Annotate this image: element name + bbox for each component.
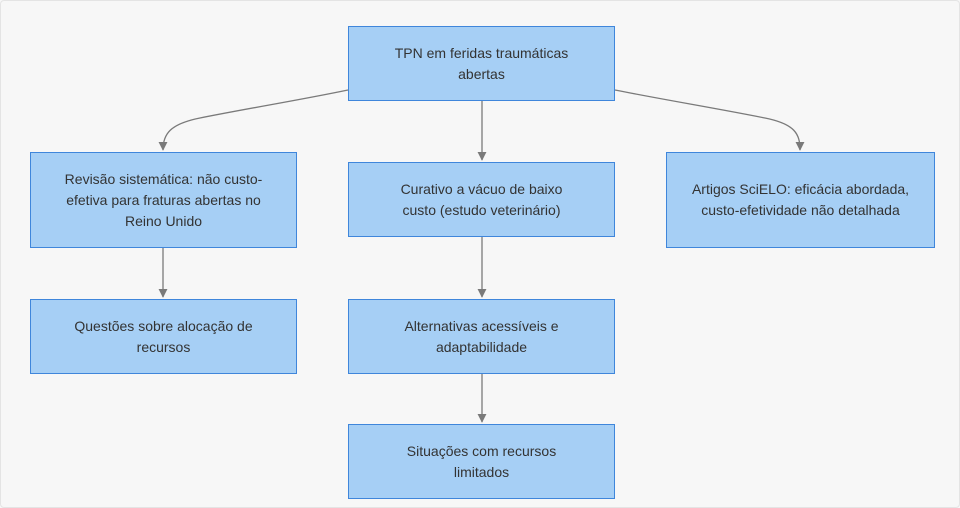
node-accessible-alternatives: Alternativas acessíveis e adaptabilidade: [348, 299, 615, 374]
node-systematic-review: Revisão sistemática: não custo-efetiva p…: [30, 152, 297, 248]
node-limited-resources: Situações com recursos limitados: [348, 424, 615, 499]
node-resource-allocation: Questões sobre alocação de recursos: [30, 299, 297, 374]
node-root: TPN em feridas traumáticas abertas: [348, 26, 615, 101]
node-scielo-articles: Artigos SciELO: eficácia abordada, custo…: [666, 152, 935, 248]
node-accessible-alternatives-label: Alternativas acessíveis e adaptabilidade: [404, 317, 559, 355]
node-systematic-review-label: Revisão sistemática: não custo-efetiva p…: [64, 170, 263, 229]
node-resource-allocation-label: Questões sobre alocação de recursos: [74, 317, 253, 355]
node-scielo-articles-label: Artigos SciELO: eficácia abordada, custo…: [691, 181, 910, 218]
node-root-label: TPN em feridas traumáticas abertas: [394, 44, 569, 82]
node-limited-resources-label: Situações com recursos limitados: [406, 442, 557, 480]
node-low-cost-dressing: Curativo a vácuo de baixo custo (estudo …: [348, 162, 615, 237]
node-low-cost-dressing-label: Curativo a vácuo de baixo custo (estudo …: [400, 180, 563, 218]
